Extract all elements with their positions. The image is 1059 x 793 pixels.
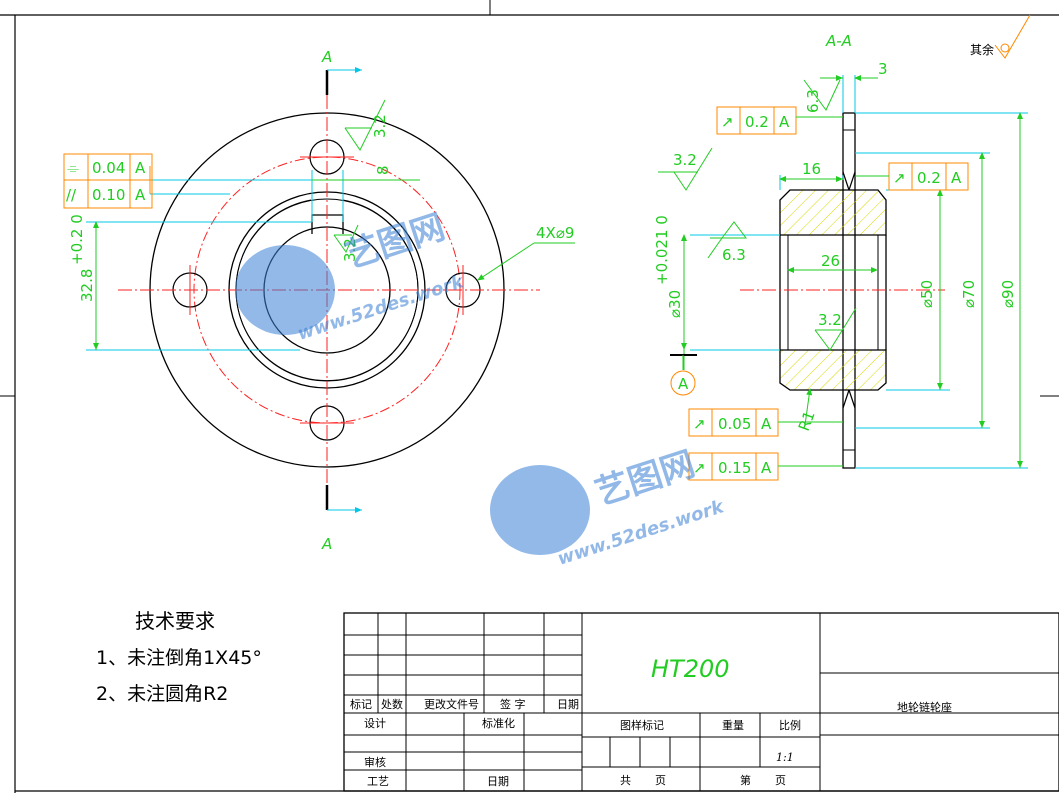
roughness-inner-icon: [814, 307, 857, 351]
datum-letter: A: [678, 375, 689, 393]
runout-low-datum: A: [761, 415, 772, 433]
runout-bottom-value: 0.15: [718, 459, 751, 477]
title-block: [343, 612, 1059, 792]
roughness-hole-icon: [344, 99, 386, 151]
dim-hub-width: 16: [802, 160, 821, 178]
parallel-frame: // 0.10 A: [63, 179, 153, 209]
title-block-text: HT200 地轮链轮座 标记 处数 更改文件号 签 字 日期 设计 标准化 审核…: [350, 655, 952, 788]
default-roughness-icon: [994, 14, 1031, 59]
tech-title: 技术要求: [135, 609, 215, 633]
watermark-brand-1: 艺图网: [340, 207, 449, 277]
flatness-symbol: ⌯: [67, 159, 79, 177]
watermark-globe-icon-2: [490, 465, 590, 555]
dim-bore-length: 26: [821, 252, 840, 270]
design-label: 设计: [364, 717, 386, 730]
tech-item-2: 2、未注圆角R2: [96, 683, 228, 705]
roughness-keyway-icon: [333, 224, 359, 254]
header-sign: 签 字: [500, 697, 526, 711]
roughness-keyway-value: 3.2: [341, 238, 359, 262]
hub-section-bottom: [779, 349, 887, 391]
runout-mid-symbol: ↗: [893, 169, 906, 187]
runout-low-value: 0.05: [718, 415, 751, 433]
material: HT200: [651, 655, 730, 683]
hub-section-top: [779, 189, 887, 236]
runout-bottom-frame: ↗ 0.15 A: [688, 452, 843, 481]
surface-note: 其余: [970, 42, 994, 57]
parallel-value: 0.10: [92, 186, 125, 204]
cut-label-top: A: [321, 48, 332, 66]
tech-requirements: 技术要求 1、未注倒角1X45° 2、未注圆角R2: [96, 609, 262, 705]
section-view: A-A: [653, 32, 1028, 481]
total-label: 共: [620, 774, 631, 787]
part-name: 地轮链轮座: [897, 700, 952, 714]
tech-item-1: 1、未注倒角1X45°: [96, 647, 262, 669]
scale-label: 比例: [779, 718, 801, 732]
scale-value: 1:1: [776, 751, 794, 764]
runout-top-value: 0.2: [745, 113, 769, 131]
parallel-datum: A: [135, 186, 146, 204]
flatness-value: 0.04: [92, 159, 125, 177]
roughness-bore-value: 6.3: [722, 246, 746, 264]
holes-callout: 4X⌀9: [536, 224, 574, 242]
standardize-label: 标准化: [482, 716, 515, 730]
roughness-hole-value: 3.2: [371, 114, 389, 138]
flatness-frame: ⌯ 0.04 A: [63, 153, 153, 181]
runout-top-datum: A: [779, 113, 790, 131]
runout-top-frame: ↗ 0.2 A: [716, 106, 843, 135]
runout-mid-frame: ↗ 0.2 A: [855, 162, 969, 191]
runout-top-symbol: ↗: [721, 113, 734, 131]
dim-top: 3: [878, 60, 888, 78]
section-title: A-A: [825, 32, 852, 50]
flatness-datum: A: [135, 159, 146, 177]
fillet-radius: R1: [795, 408, 819, 433]
roughness-inner-value: 3.2: [818, 311, 842, 329]
dia-70: ⌀70: [960, 280, 978, 308]
cut-label-bottom: A: [321, 535, 332, 553]
keyway-depth-main: 32.8: [78, 269, 96, 302]
runout-low-symbol: ↗: [693, 415, 706, 433]
runout-mid-datum: A: [951, 169, 962, 187]
header-mark: 标记: [350, 697, 372, 711]
bore-diameter: ⌀30: [666, 290, 684, 318]
runout-bottom-datum: A: [761, 459, 772, 477]
header-change-doc: 更改文件号: [424, 697, 479, 711]
roughness-hub-value: 3.2: [673, 151, 697, 169]
roughness-hub-icon: [673, 147, 713, 191]
process-label: 工艺: [367, 775, 389, 788]
roughness-top-value: 6.3: [804, 89, 822, 113]
runout-low-frame: ↗ 0.05 A: [688, 408, 843, 437]
keyway-width: 8: [374, 165, 392, 175]
check-label: 审核: [364, 755, 386, 769]
roughness-top-icon: [803, 79, 841, 111]
page-label-1: 页: [655, 774, 666, 787]
runout-bottom-symbol: ↗: [693, 459, 706, 477]
watermark-brand-2: 艺图网: [590, 444, 699, 514]
page-label-2: 页: [775, 774, 786, 787]
front-view: A A 3.2 8 3.2 32.8 +0.2 0 4X⌀9 ⌯ 0.04 A …: [63, 48, 575, 553]
parallel-symbol: //: [66, 186, 77, 204]
header-date: 日期: [557, 698, 579, 711]
stage-mark-label: 图样标记: [620, 718, 664, 732]
header-count: 处数: [381, 698, 403, 711]
runout-mid-value: 0.2: [917, 169, 941, 187]
roughness-bore-icon: [710, 221, 747, 239]
dia-50: ⌀50: [918, 280, 936, 308]
bore-tolerance: +0.021 0: [653, 215, 671, 285]
sheet-label: 第: [740, 773, 751, 787]
date-label: 日期: [487, 775, 509, 788]
dia-90: ⌀90: [999, 280, 1017, 308]
datum-circle: [670, 370, 696, 396]
watermark-globe-icon: [235, 245, 335, 335]
weight-label: 重量: [722, 718, 744, 732]
keyway-depth-tol: +0.2 0: [68, 214, 86, 265]
